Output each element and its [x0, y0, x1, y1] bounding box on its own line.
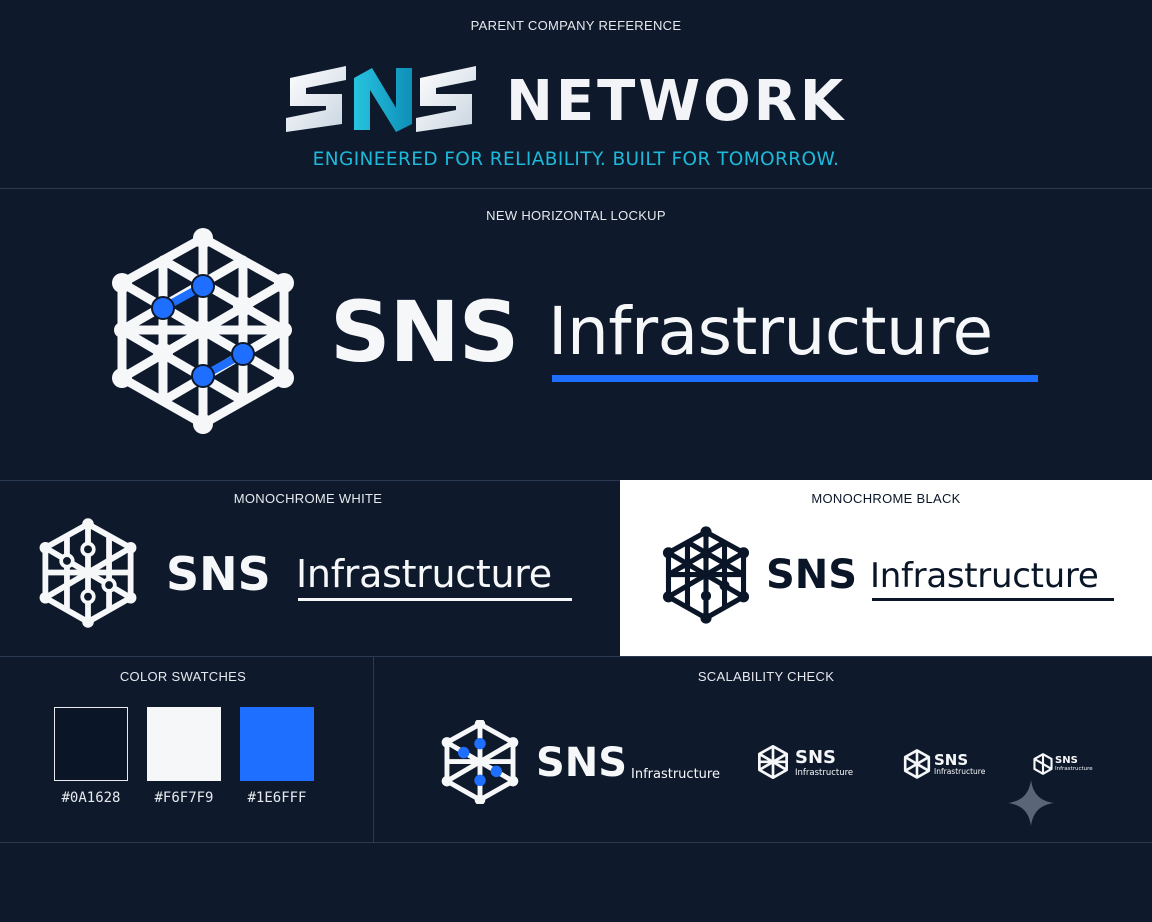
parent-sns-logo [286, 66, 476, 132]
lockup-infrastructure-wordmark: Infrastructure [548, 293, 993, 370]
swatch-blue [240, 707, 314, 781]
scale-lg-infrastructure: Infrastructure [631, 767, 720, 782]
sparkle-icon [1008, 780, 1054, 826]
scale-lg-sns: SNS [536, 740, 628, 786]
divider [0, 480, 620, 481]
divider [373, 656, 374, 842]
swatch-white [147, 707, 221, 781]
mono-black-infrastructure-wordmark: Infrastructure [870, 556, 1099, 596]
parent-reference-label: PARENT COMPANY REFERENCE [470, 18, 682, 33]
monochrome-white-label: MONOCHROME WHITE [233, 491, 383, 506]
mono-black-sns-wordmark: SNS [766, 552, 858, 598]
color-swatches-label: COLOR SWATCHES [119, 669, 247, 684]
scale-xs-sns: SNS [1055, 755, 1078, 766]
monochrome-black-label: MONOCHROME BLACK [811, 491, 961, 506]
divider [0, 188, 1152, 189]
swatch-navy [54, 707, 128, 781]
lockup-sns-wordmark: SNS [330, 283, 519, 381]
horizontal-lockup-label: NEW HORIZONTAL LOCKUP [486, 208, 666, 223]
scale-md-infrastructure: Infrastructure [795, 768, 854, 778]
parent-tagline: ENGINEERED FOR RELIABILITY. BUILT FOR TO… [312, 149, 840, 170]
hexagon-network-icon [1033, 753, 1053, 775]
mono-white-sns-wordmark: SNS [166, 547, 271, 601]
scale-md-sns: SNS [795, 747, 836, 768]
scale-sm-sns: SNS [934, 751, 969, 769]
parent-reference-section: PARENT COMPANY REFERENCE NETWORK ENGINEE… [0, 0, 1152, 188]
parent-network-wordmark: NETWORK [506, 69, 847, 134]
swatch-navy-hex: #0A1628 [61, 790, 121, 806]
hexagon-network-icon [39, 518, 137, 628]
divider [0, 842, 1152, 843]
lockup-underline [552, 375, 1038, 382]
hexagon-network-icon [903, 749, 931, 779]
swatch-white-hex: #F6F7F9 [154, 790, 214, 806]
divider [0, 656, 1152, 657]
mono-white-infrastructure-wordmark: Infrastructure [296, 552, 552, 596]
monochrome-black-panel [620, 480, 1152, 656]
hexagon-network-icon [112, 228, 294, 434]
hexagon-network-icon [758, 744, 788, 780]
mono-black-underline [872, 598, 1114, 601]
hexagon-network-icon [662, 526, 750, 624]
swatch-blue-hex: #1E6FFF [247, 790, 307, 806]
hexagon-network-icon [441, 720, 519, 804]
mono-white-underline [298, 598, 572, 601]
scalability-check-label: SCALABILITY CHECK [697, 669, 835, 684]
scale-sm-infrastructure: Infrastructure [934, 767, 986, 776]
scale-xs-infrastructure: Infrastructure [1055, 766, 1093, 772]
